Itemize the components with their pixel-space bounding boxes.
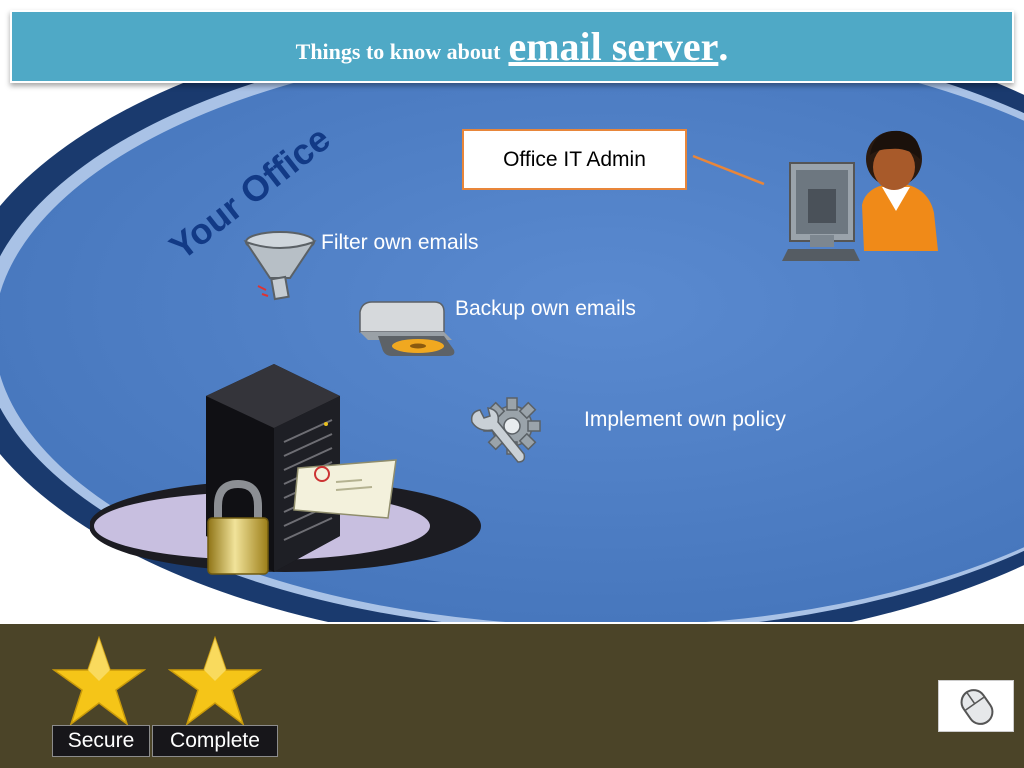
badge-complete-label: Complete (152, 725, 278, 757)
admin-label: Office IT Admin (503, 147, 646, 171)
feature-backup-label: Backup own emails (455, 297, 636, 320)
connector-line (692, 154, 765, 186)
title-main-link[interactable]: email server (508, 24, 719, 69)
feature-policy-label: Implement own policy (584, 408, 786, 431)
funnel-icon (243, 231, 317, 301)
server-rack-icon (90, 364, 481, 572)
padlock-icon (207, 479, 269, 575)
star-icon (168, 636, 262, 726)
title-bar: Things to know about email server . (10, 10, 1014, 83)
disk-drive-icon (359, 301, 455, 356)
envelope-icon (293, 459, 397, 519)
title-suffix: . (718, 24, 729, 69)
star-icon (52, 636, 146, 726)
gear-wrench-icon (470, 397, 541, 463)
feature-filter-label: Filter own emails (321, 231, 479, 254)
person-at-computer-icon (782, 130, 938, 261)
admin-label-box: Office IT Admin (462, 129, 687, 190)
title-prefix: Things to know about (295, 38, 501, 64)
mouse-icon (960, 689, 994, 725)
mouse-button[interactable] (938, 680, 1014, 732)
badge-secure-label: Secure (52, 725, 150, 757)
